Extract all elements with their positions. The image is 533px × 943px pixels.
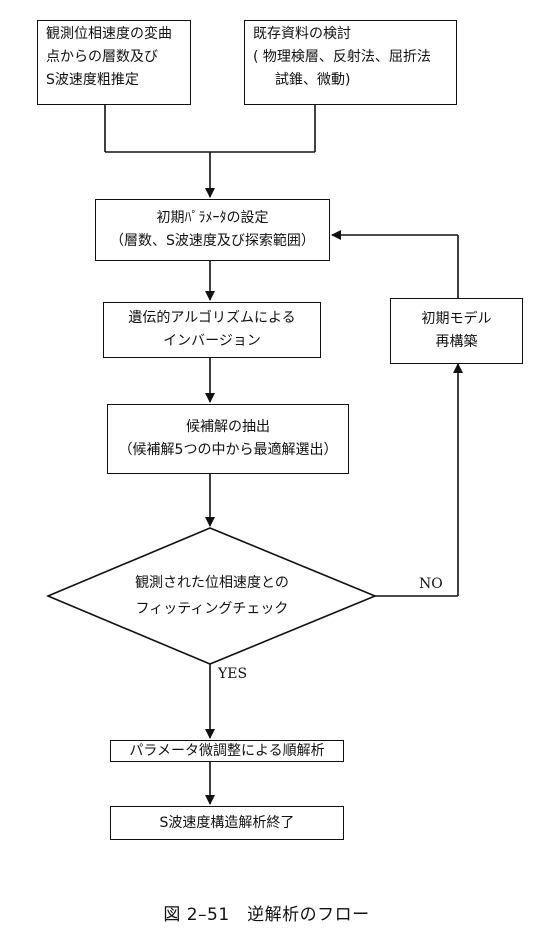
no-label: NO [419,576,443,592]
candidate-extraction-box: 候補解の抽出 （候補解5つの中から最適解選出） [107,404,349,474]
rebuild-line-1: 初期モデル [421,311,492,327]
observed-velocity-box: 観測位相速度の変曲 点からの層数及び S波速度粗推定 [37,20,191,105]
rebuild-model-box: 初期モデル 再構築 [390,298,523,364]
observed-line-2: 点からの層数及び [46,49,158,65]
initial-params-line-1: 初期ﾊﾟﾗﾒｰﾀの設定 [156,210,269,226]
end-line: S波速度構造解析終了 [159,814,295,831]
initial-params-line-2: （層数、S波速度及び探索範囲） [110,233,315,249]
existing-data-box: 既存資料の検討 ( 物理検層、反射法、屈折法 試錐、微動) [244,20,457,105]
candidates-line-2: （候補解5つの中から最適解選出） [118,442,338,458]
observed-line-1: 観測位相速度の変曲 [46,26,172,42]
fitting-check-text: 観測された位相速度との フィッティングチェック [62,570,362,622]
yes-label: YES [218,666,248,682]
genetic-line-1: 遺伝的アルゴリズムによる [128,310,296,326]
fitting-line-1: 観測された位相速度との [135,575,289,591]
fitting-line-2: フィッティングチェック [135,601,289,617]
initial-parameters-box: 初期ﾊﾟﾗﾒｰﾀの設定 （層数、S波速度及び探索範囲） [95,199,330,261]
genetic-line-2: インバージョン [163,333,261,349]
fine-tune-line: パラメータ微調整による順解析 [129,743,325,759]
fine-tune-forward-box: パラメータ微調整による順解析 [110,740,344,762]
existing-line-3: 試錐、微動) [275,72,351,88]
observed-line-3: S波速度粗推定 [46,72,139,88]
figure-caption: 図 2–51 逆解析のフロー [163,905,370,925]
rebuild-line-2: 再構築 [435,334,478,350]
candidates-line-1: 候補解の抽出 [186,419,270,435]
genetic-algorithm-box: 遺伝的アルゴリズムによる インバージョン [103,302,321,358]
analysis-end-box: S波速度構造解析終了 [110,806,344,840]
existing-line-1: 既存資料の検討 [253,26,351,42]
existing-line-2: ( 物理検層、反射法、屈折法 [253,49,431,65]
